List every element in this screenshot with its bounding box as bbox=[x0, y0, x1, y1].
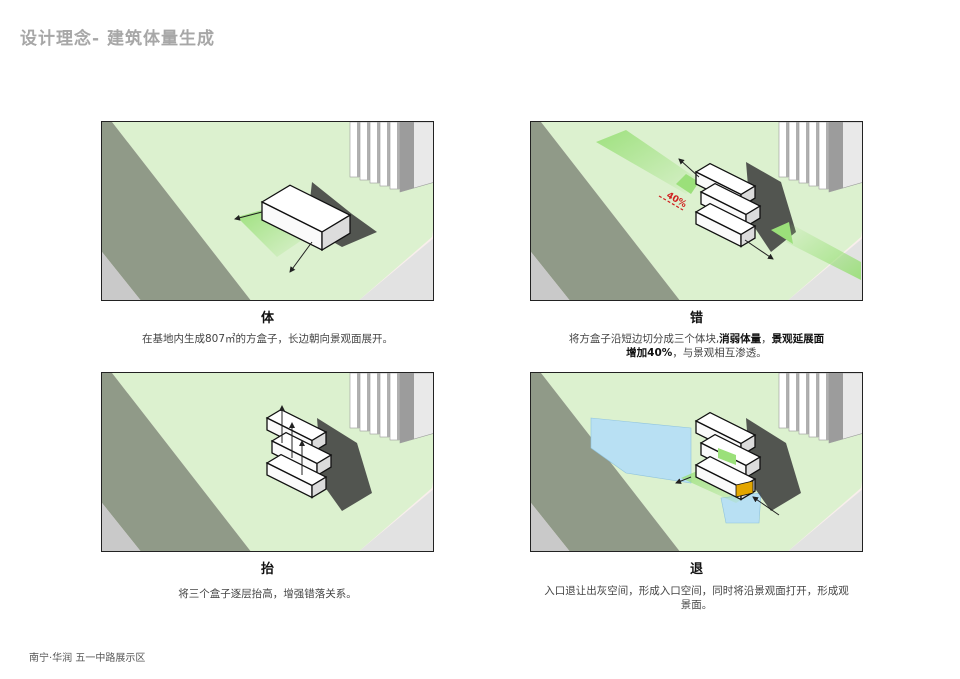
diagram-panel-body bbox=[101, 121, 434, 301]
tower-fin-shadow bbox=[826, 122, 829, 189]
panel-4-caption: 入口退让出灰空间，形成入口空间，同时将沿景观面打开，形成观景面。 bbox=[541, 584, 852, 612]
tower-fin-shadow bbox=[387, 122, 390, 186]
diagram-retreat-svg bbox=[531, 373, 863, 552]
panel-2-caption: 将方盒子沿短边切分成三个体块,消弱体量，景观延展面 增加40%，与景观相互渗透。 bbox=[520, 332, 873, 360]
diagram-lift-svg bbox=[102, 373, 434, 552]
panel-3-title: 抬 bbox=[101, 558, 434, 577]
tower-fin-shadow bbox=[786, 373, 789, 428]
panel-4-title: 退 bbox=[530, 558, 863, 577]
diagram-panel-stagger: 40% bbox=[530, 121, 863, 301]
tower-fin-shadow bbox=[397, 373, 400, 440]
tower-fin-shadow bbox=[367, 122, 370, 180]
panel-1-title: 体 bbox=[101, 307, 434, 326]
caption-2-part-2: ， bbox=[761, 333, 772, 345]
footer-project-name: 南宁·华润 五一中路展示区 bbox=[29, 649, 145, 664]
tower-fin-shadow bbox=[377, 122, 380, 183]
tower-fin-shadow bbox=[806, 373, 809, 434]
panel-1-caption: 在基地内生成807㎡的方盒子，长边朝向景观面展开。 bbox=[101, 332, 434, 346]
tower-block-shadow bbox=[400, 122, 414, 192]
tower-fin-shadow bbox=[816, 122, 819, 186]
caption-2-part-3: ，与景观相互渗透。 bbox=[672, 347, 767, 359]
tower-block-shadow bbox=[829, 373, 843, 443]
caption-2-emphasis-2: 景观延展面 bbox=[772, 333, 825, 345]
caption-2-emphasis-1: 消弱体量 bbox=[719, 333, 761, 345]
tower-fin-shadow bbox=[397, 122, 400, 189]
tower-fin-shadow bbox=[796, 122, 799, 180]
tower-fin-shadow bbox=[786, 122, 789, 177]
tower-fin-shadow bbox=[357, 373, 360, 428]
tower-block-shadow bbox=[400, 373, 414, 443]
diagram-panel-retreat bbox=[530, 372, 863, 552]
tower-fin-shadow bbox=[806, 122, 809, 183]
caption-2-part-1: 将方盒子沿短边切分成三个体块, bbox=[569, 333, 719, 345]
tower-fin-shadow bbox=[796, 373, 799, 431]
tower-block-shadow bbox=[829, 122, 843, 192]
tower-fin-shadow bbox=[377, 373, 380, 434]
tower-fin-shadow bbox=[826, 373, 829, 440]
diagram-panel-lift bbox=[101, 372, 434, 552]
caption-2-emphasis-3: 增加40% bbox=[626, 347, 672, 359]
tower-fin-shadow bbox=[357, 122, 360, 177]
panel-3-caption: 将三个盒子逐层抬高，增强错落关系。 bbox=[101, 587, 434, 601]
diagram-stagger-svg: 40% bbox=[531, 122, 863, 301]
panel-2-title: 错 bbox=[530, 307, 863, 326]
tower-fin-shadow bbox=[816, 373, 819, 437]
tower-fin-shadow bbox=[367, 373, 370, 431]
page-title: 设计理念- 建筑体量生成 bbox=[20, 24, 215, 49]
tower-fin-shadow bbox=[387, 373, 390, 437]
diagram-body-svg bbox=[102, 122, 434, 301]
